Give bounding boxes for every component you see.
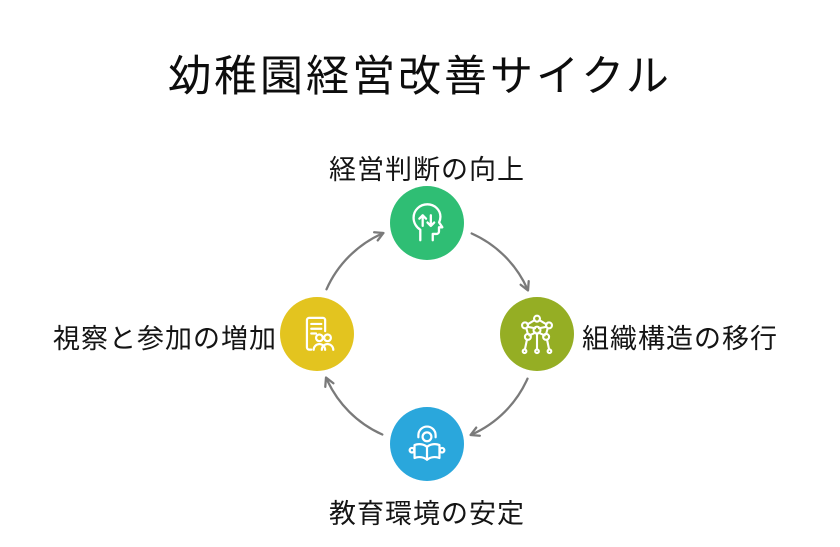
arrow-left-to-top bbox=[325, 231, 385, 291]
person-reading-book-icon bbox=[408, 425, 446, 461]
cycle-node-management-judgement bbox=[390, 186, 464, 260]
page-title: 幼稚園経営改善サイクル bbox=[168, 53, 672, 101]
arrow-top-to-right bbox=[470, 232, 530, 292]
label-organizational-structure: 組織構造の移行 bbox=[582, 324, 778, 354]
arrow-right-to-bottom bbox=[469, 377, 529, 437]
head-with-up-down-arrows-icon bbox=[412, 203, 444, 242]
label-management-judgement: 経営判断の向上 bbox=[329, 155, 525, 185]
document-with-people-icon bbox=[305, 316, 335, 351]
cycle-node-organizational-structure bbox=[500, 297, 574, 371]
cycle-node-visits-participation bbox=[280, 297, 354, 371]
network-structure-icon bbox=[520, 314, 554, 355]
arrow-bottom-to-left bbox=[324, 376, 384, 436]
cycle-node-educational-environment bbox=[390, 407, 464, 481]
label-educational-environment: 教育環境の安定 bbox=[329, 499, 525, 529]
label-visits-participation: 視察と参加の増加 bbox=[53, 324, 277, 354]
